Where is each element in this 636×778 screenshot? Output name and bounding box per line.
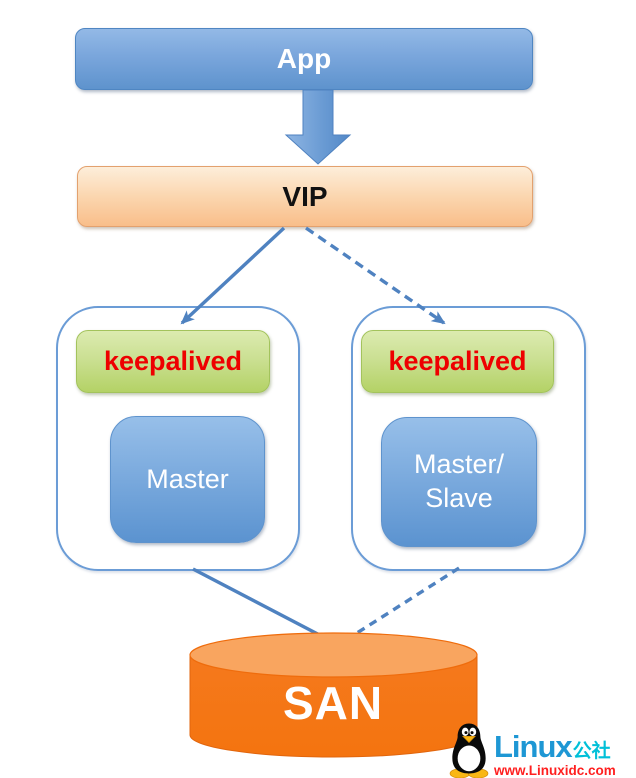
san-cylinder-top — [189, 632, 478, 678]
brand-suffix: 公社 — [572, 741, 611, 762]
san-label-text: SAN — [282, 677, 384, 729]
right-node-to-san-line — [345, 566, 460, 642]
left-keepalived-label: keepalived — [103, 346, 243, 376]
linuxidc-watermark: Linux 公社 www.Linuxidc.com — [446, 722, 636, 778]
watermark-url: www.Linuxidc.com — [494, 763, 616, 778]
vip-label: VIP — [282, 180, 328, 212]
master-node: Master — [110, 416, 265, 543]
watermark-text: Linux 公社 www.Linuxidc.com — [494, 729, 616, 778]
tux-icon — [449, 723, 489, 778]
right-keepalived-node: keepalived — [361, 330, 554, 393]
master-slave-label-line2: Slave — [425, 483, 493, 513]
master-slave-node: Master/ Slave — [381, 417, 537, 547]
vip-node: VIP — [77, 166, 533, 227]
left-keepalived-node: keepalived — [76, 330, 270, 393]
master-slave-label-line1: Master/ — [413, 449, 505, 480]
san-node-label: SAN — [183, 676, 483, 730]
app-to-vip-arrow — [284, 89, 352, 165]
app-label: App — [276, 43, 332, 74]
brand-name: Linux — [494, 729, 573, 764]
app-node: App — [75, 28, 533, 90]
left-node-to-san-line — [192, 567, 334, 644]
right-keepalived-label: keepalived — [388, 346, 527, 376]
master-label: Master — [146, 463, 229, 494]
